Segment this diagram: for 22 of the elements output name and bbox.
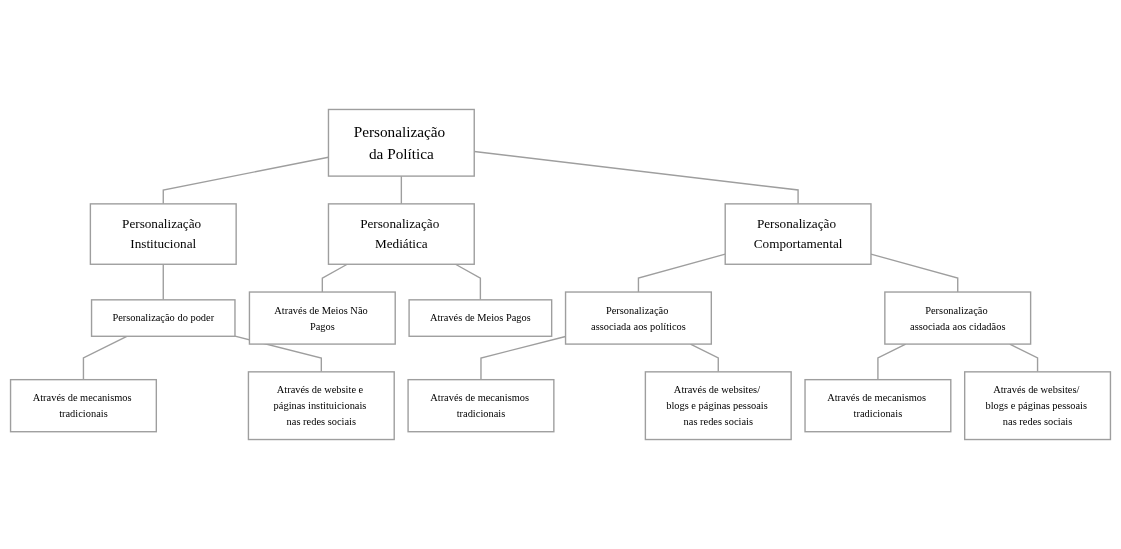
node-box: Personalização do poder (90, 299, 236, 337)
connector (870, 253, 959, 293)
connector (162, 263, 164, 301)
node-box: Personalização Institucional (89, 203, 237, 265)
node-box: Através de Meios Não Pagos (248, 291, 396, 345)
connector (321, 263, 348, 293)
node-box: Através de Meios Pagos (408, 299, 553, 337)
node-box: Personalização da Política (327, 108, 475, 177)
node-box: Personalização Comportamental (724, 203, 872, 265)
connector (400, 175, 403, 205)
node-box: Através de website e páginas instituicionais nas redes sociais (247, 371, 395, 441)
node-box: Através de mecanismos tradicionais (407, 378, 555, 433)
connector (1009, 343, 1039, 373)
node-box: Através de mecanismos tradicionais (804, 378, 952, 433)
connector (637, 253, 726, 293)
connector (82, 335, 128, 381)
node-box: Personalização associada aos cidadãos (884, 291, 1032, 345)
node-box: Através de websites/ blogs e páginas pessoais nas redes sociais (964, 371, 1112, 441)
node-box: Personalização Mediática (327, 203, 475, 265)
node-box: Através de mecanismos tradicionais (9, 378, 157, 433)
node-box: Personalização associada aos políticos (564, 291, 712, 345)
node-box: Através de websites/ blogs e páginas pessoais nas redes sociais (644, 371, 792, 441)
